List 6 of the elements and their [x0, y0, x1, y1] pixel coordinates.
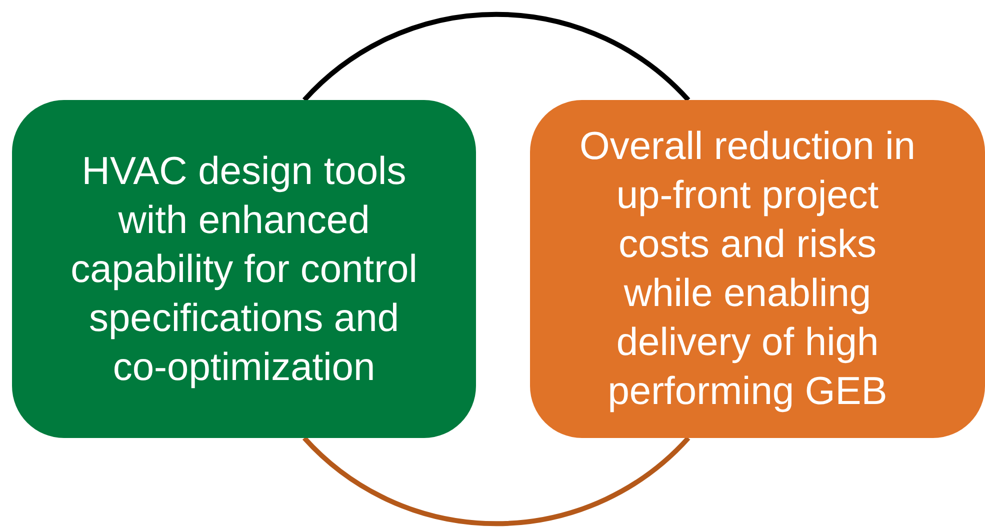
box-text: HVAC design tools with enhanced capability for control specifications and co-optimization: [70, 148, 418, 390]
arc-connector: [302, 436, 690, 526]
arc-connector: [302, 12, 690, 102]
box-text: Overall reduction in up-front project costs and risks while enabling delivery of high performing GEB: [578, 124, 916, 415]
rounded-box: [12, 100, 476, 438]
rounded-box: [530, 100, 985, 438]
